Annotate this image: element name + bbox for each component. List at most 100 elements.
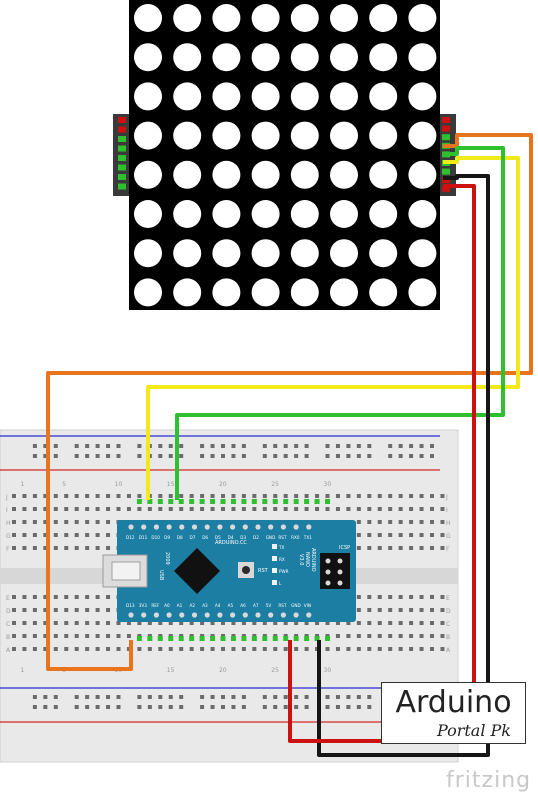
breadboard-hole bbox=[294, 647, 299, 651]
breadboard-hole bbox=[64, 507, 69, 511]
row-letter: B bbox=[6, 634, 10, 641]
matrix-led bbox=[369, 82, 398, 111]
breadboard-hole-active bbox=[262, 636, 268, 641]
matrix-led bbox=[369, 239, 398, 268]
breadboard-hole bbox=[158, 647, 163, 651]
breadboard-hole-active bbox=[293, 499, 299, 504]
matrix-led bbox=[408, 278, 437, 307]
breadboard-hole bbox=[335, 705, 340, 709]
column-number: 25 bbox=[271, 481, 279, 488]
breadboard-hole bbox=[231, 494, 236, 498]
matrix-led bbox=[290, 278, 319, 307]
matrix-led bbox=[251, 121, 280, 150]
breadboard-hole bbox=[430, 595, 434, 599]
nano-pin-label: D13 bbox=[126, 603, 135, 608]
breadboard-hole bbox=[335, 695, 340, 699]
nano-pin bbox=[242, 612, 248, 618]
breadboard-hole bbox=[241, 695, 246, 699]
breadboard-hole bbox=[74, 533, 79, 537]
breadboard-hole-active bbox=[168, 636, 174, 641]
breadboard-hole-active bbox=[220, 499, 226, 504]
breadboard-hole bbox=[419, 507, 424, 511]
row-letter: F bbox=[446, 546, 450, 553]
row-letter: I bbox=[446, 507, 448, 514]
matrix-led bbox=[251, 200, 280, 228]
nano-pin bbox=[306, 612, 312, 618]
breadboard-hole bbox=[116, 454, 121, 458]
nano-pin bbox=[268, 524, 274, 530]
breadboard-hole bbox=[158, 705, 163, 709]
matrix-led bbox=[290, 200, 319, 228]
row-letter: C bbox=[6, 621, 10, 628]
breadboard-hole bbox=[304, 494, 309, 498]
breadboard-hole-active bbox=[283, 499, 289, 504]
breadboard-hole bbox=[53, 494, 58, 498]
breadboard-hole bbox=[43, 454, 48, 458]
breadboard-hole bbox=[419, 533, 424, 537]
breadboard-hole-active bbox=[304, 499, 310, 504]
breadboard-hole bbox=[430, 494, 434, 498]
nano-status-led bbox=[272, 568, 277, 573]
breadboard-hole bbox=[53, 608, 58, 612]
breadboard-hole bbox=[43, 705, 48, 709]
breadboard-hole bbox=[356, 647, 361, 651]
breadboard-hole bbox=[409, 494, 414, 498]
nano-year: 2009 bbox=[164, 552, 170, 565]
breadboard-hole bbox=[126, 494, 131, 498]
nano-rst-label: RST bbox=[258, 568, 269, 574]
breadboard-hole bbox=[398, 595, 403, 599]
breadboard-hole bbox=[419, 494, 424, 498]
breadboard-hole bbox=[53, 695, 58, 699]
row-letter: D bbox=[6, 608, 11, 615]
breadboard-hole bbox=[32, 705, 37, 709]
column-number: 15 bbox=[167, 667, 175, 674]
breadboard-hole-active bbox=[157, 499, 163, 504]
breadboard-hole bbox=[95, 507, 100, 511]
breadboard-hole bbox=[95, 546, 100, 550]
nano-pin bbox=[166, 524, 172, 530]
breadboard-hole bbox=[32, 533, 37, 537]
breadboard-hole bbox=[262, 695, 267, 699]
nano-pin bbox=[255, 612, 261, 618]
breadboard-hole bbox=[398, 647, 403, 651]
breadboard-hole bbox=[294, 494, 299, 498]
breadboard-hole bbox=[388, 444, 393, 448]
breadboard-hole bbox=[367, 647, 372, 651]
breadboard-hole bbox=[440, 647, 445, 651]
breadboard-hole bbox=[43, 634, 48, 638]
breadboard-hole bbox=[430, 546, 434, 550]
orange-wire bbox=[46, 133, 533, 671]
nano-pin bbox=[255, 524, 261, 530]
breadboard-hole bbox=[367, 695, 372, 699]
nano-pin bbox=[230, 524, 236, 530]
breadboard-hole-active bbox=[304, 636, 310, 641]
breadboard-hole bbox=[53, 634, 58, 638]
column-number: 20 bbox=[219, 667, 227, 674]
breadboard-hole bbox=[262, 494, 267, 498]
matrix-led bbox=[173, 121, 202, 150]
breadboard-hole-active bbox=[325, 636, 330, 641]
breadboard-hole bbox=[200, 705, 205, 709]
matrix-led bbox=[290, 121, 319, 150]
breadboard-hole bbox=[346, 494, 351, 498]
breadboard-hole bbox=[294, 705, 299, 709]
breadboard-hole bbox=[168, 621, 173, 625]
breadboard-hole bbox=[346, 634, 351, 638]
matrix-pin-left bbox=[118, 136, 126, 142]
breadboard-hole bbox=[304, 695, 309, 699]
breadboard-hole bbox=[409, 444, 414, 448]
breadboard-hole-active bbox=[293, 636, 299, 641]
row-letter: J bbox=[5, 494, 8, 501]
breadboard-hole bbox=[12, 634, 16, 638]
breadboard-hole bbox=[356, 507, 361, 511]
nano-pin-label: D12 bbox=[126, 535, 135, 540]
breadboard-hole bbox=[409, 634, 414, 638]
breadboard-hole bbox=[419, 621, 424, 625]
matrix-led bbox=[330, 43, 358, 72]
breadboard-hole-active bbox=[210, 636, 216, 641]
breadboard-hole-active bbox=[178, 499, 184, 504]
breadboard-hole bbox=[315, 621, 320, 625]
breadboard-hole bbox=[32, 520, 37, 524]
breadboard-hole bbox=[32, 444, 37, 448]
breadboard-hole bbox=[74, 454, 79, 458]
